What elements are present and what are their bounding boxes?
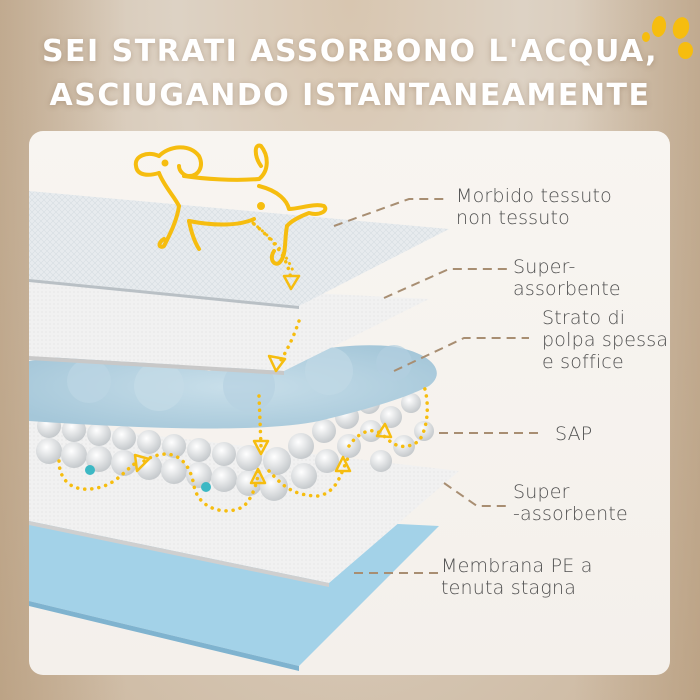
dog-peeing-icon xyxy=(133,143,328,266)
label-fluff-pulp: Strato di polpa spessa e soffice xyxy=(542,307,669,373)
layer-nonwoven-top xyxy=(29,191,449,306)
paw-print-icon xyxy=(640,12,700,62)
label-super-absorbent-lower: Super -assorbente xyxy=(513,481,628,525)
layer-super-absorbent-upper xyxy=(29,279,429,371)
label-sap: SAP xyxy=(555,423,593,445)
headline-line-2: ASCIUGANDO ISTANTANEAMENTE xyxy=(49,78,651,113)
label-pe-membrane: Membrana PE a tenuta stagna xyxy=(441,555,593,599)
leader-lines xyxy=(333,198,544,574)
water-drop-icon xyxy=(85,465,95,475)
arrowhead-icons xyxy=(133,274,393,485)
water-drop-icon xyxy=(201,482,211,492)
liquid-flow-path xyxy=(57,222,430,513)
label-nonwoven: Morbido tessuto non tessuto xyxy=(456,185,612,229)
layer-illustration xyxy=(29,143,544,671)
layer-fluff-pulp xyxy=(29,345,437,429)
headline-line-1: SEI STRATI ASSORBONO L'ACQUA, xyxy=(41,34,659,69)
label-super-absorbent-upper: Super-assorbente xyxy=(513,256,621,300)
headline: SEI STRATI ASSORBONO L'ACQUA, ASCIUGANDO… xyxy=(0,30,700,118)
layer-diagram-panel: Morbido tessuto non tessuto Super-assorb… xyxy=(29,131,670,675)
